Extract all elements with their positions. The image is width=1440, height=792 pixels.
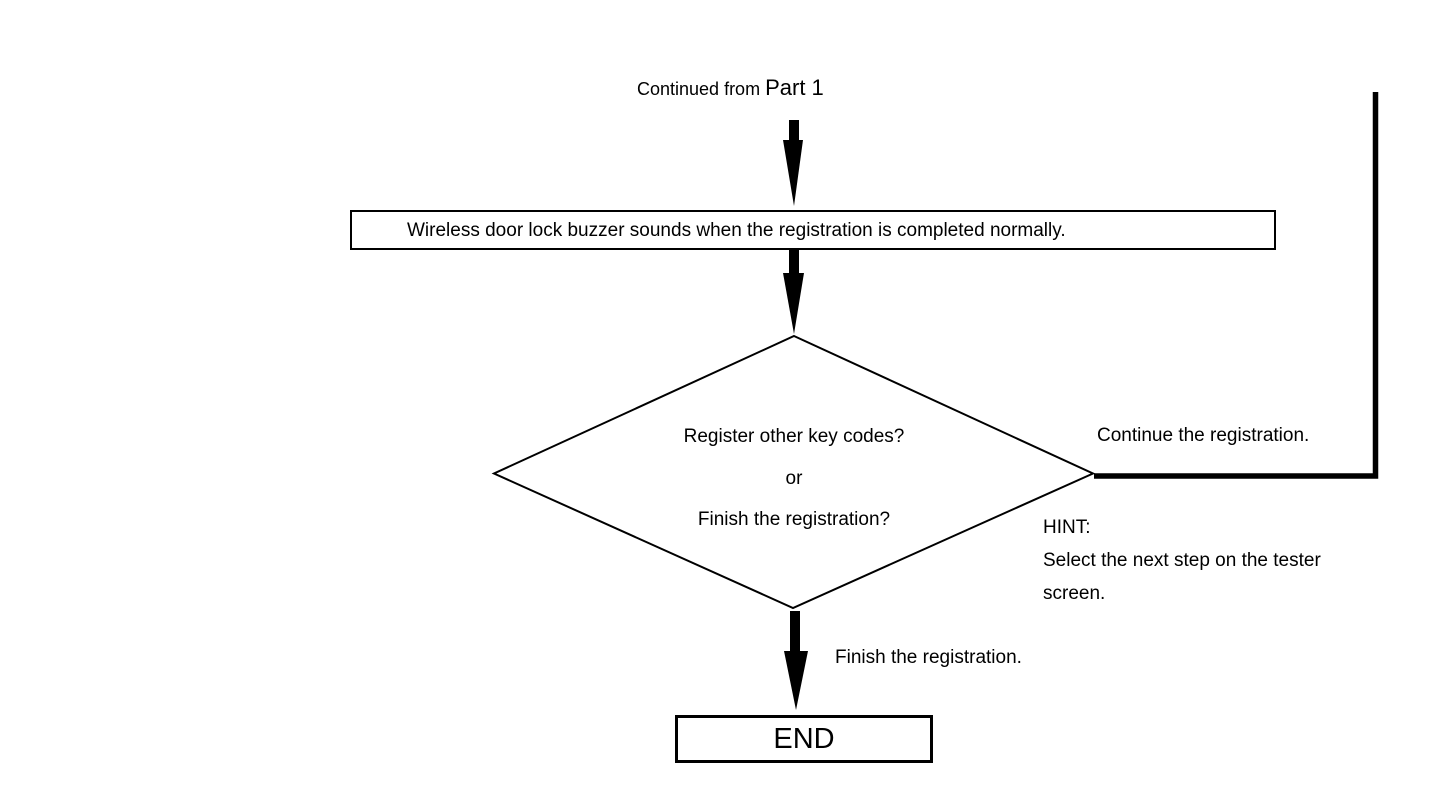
decision-line-2: Finish the registration? [697,509,891,530]
flow-arrow-down-middle [783,249,804,334]
decision-line-1: Register other key codes? [683,426,905,447]
continued-from-part: Part 1 [765,75,824,100]
decision-line-or: or [785,468,803,489]
flow-arrow-down-bottom [784,611,808,710]
end-box-shape [675,715,933,763]
continued-from-prefix: Continued from [637,79,761,99]
process-box: Wireless door lock buzzer sounds when th… [351,211,1275,249]
hint-title: HINT: [1043,517,1091,538]
end-node-label: END [773,722,835,755]
continue-branch-label: Continue the registration. [1097,425,1310,446]
flow-arrow-down-top [783,120,803,206]
decision-diamond-shape [491,334,1096,610]
continue-branch-connector [1094,92,1379,479]
end-node: END [676,716,932,762]
process-box-label: Wireless door lock buzzer sounds when th… [407,219,1066,241]
hint-body-line-2: screen. [1043,583,1106,604]
finish-branch-label: Finish the registration. [835,647,1022,668]
hint-body-line-1: Select the next step on the tester [1043,550,1321,571]
process-box-shape [350,210,1276,250]
